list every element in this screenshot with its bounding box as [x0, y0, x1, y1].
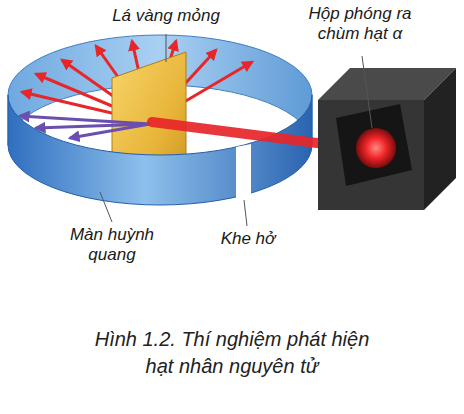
slit [236, 144, 251, 198]
figure-caption: Hình 1.2. Thí nghiệm phát hiện hạt nhân … [82, 326, 382, 380]
leader-lines [100, 34, 372, 226]
screen-front [8, 95, 312, 205]
screen-label: Màn huỳnh quang [52, 225, 172, 266]
slit-label: Khe hở [208, 229, 288, 249]
source-label: Hộp phóng ra chùm hạt α [295, 4, 425, 45]
foil-label: Lá vàng mỏng [96, 6, 236, 26]
alpha-source-box [318, 68, 456, 210]
